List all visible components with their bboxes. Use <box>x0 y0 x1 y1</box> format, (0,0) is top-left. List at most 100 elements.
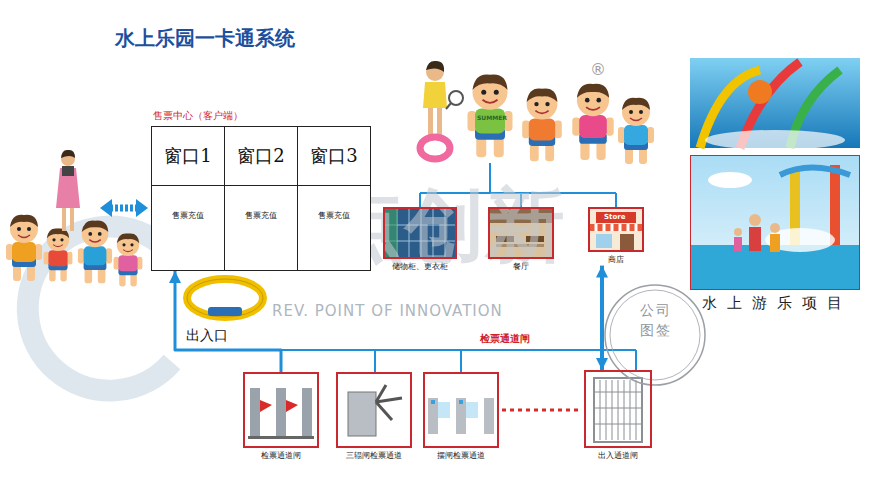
visitor-group <box>468 74 513 157</box>
facility-box: 储物柜、更衣柜 <box>381 207 459 272</box>
box-label: 水上游乐项目 <box>688 294 862 312</box>
facility-line <box>615 193 617 207</box>
visitor-group <box>78 220 112 283</box>
woman-figure <box>56 150 80 231</box>
window-name: 窗口1 <box>152 127 224 186</box>
dotted-line <box>502 410 582 411</box>
window-name: 窗口3 <box>298 127 370 186</box>
store-picture <box>596 212 636 223</box>
visitor-group <box>6 215 42 281</box>
swing-gate-picture <box>484 398 494 434</box>
picture-frame <box>488 207 554 259</box>
water-play-photo <box>770 223 780 233</box>
picture-frame <box>383 207 457 259</box>
picture-frame <box>690 155 860 290</box>
water-park-photo <box>748 80 772 104</box>
flap-gate-picture <box>260 400 272 412</box>
store-picture <box>620 234 634 250</box>
visitor-group <box>6 215 142 287</box>
full-height-turnstile-picture <box>594 378 642 442</box>
box-heading: 售票中心（客户端） <box>153 110 243 122</box>
full-height-turnstile-picture <box>594 392 642 424</box>
box-label: 检票通道闸 <box>241 451 321 461</box>
gate-bus-line <box>635 350 637 370</box>
stamp <box>610 290 700 380</box>
gate-bus-line <box>281 350 636 372</box>
water-play-photo <box>749 214 761 226</box>
picture-frame <box>584 370 652 448</box>
visitor-group <box>114 233 143 286</box>
water-park-photo <box>705 130 845 150</box>
picture-frame <box>588 207 644 252</box>
wristband <box>208 307 242 316</box>
facility-box: 摆闸检票通道 <box>421 372 501 461</box>
box-label: 出入通道闸 <box>582 451 654 461</box>
picture-frame <box>423 372 499 448</box>
window-cell: 窗口1售票充值 <box>152 127 225 270</box>
sign-text: Store <box>604 213 625 221</box>
gate-bus-line <box>281 349 636 351</box>
water-play-photo <box>734 237 742 251</box>
facility-box: 检票通道闸 <box>241 372 321 461</box>
window-cell: 窗口3售票充值 <box>298 127 370 270</box>
swing-gate-picture <box>431 400 435 404</box>
facility-box: 三辊闸检票通道 <box>334 372 414 461</box>
visitor-group <box>426 61 444 72</box>
swing-gate-picture <box>428 398 438 434</box>
gate-bus-line <box>460 350 462 372</box>
swing-gate-picture <box>456 398 466 434</box>
water-play-photo <box>770 234 780 252</box>
flap-gate-picture <box>248 436 314 439</box>
diagram-title: 水上乐园一卡通系统 <box>115 26 295 50</box>
entrance-label: 出入口 <box>186 327 228 344</box>
dotted-line <box>502 409 582 412</box>
picture-frame <box>336 372 412 448</box>
visitor-group <box>420 137 450 159</box>
flap-gate-picture <box>286 400 298 412</box>
visitor-group <box>572 84 613 160</box>
flap-gate-picture <box>250 388 260 436</box>
visitor-group <box>420 61 654 164</box>
tripod-turnstile-picture <box>376 398 402 402</box>
store-picture <box>596 234 612 248</box>
visitor-group <box>618 98 654 164</box>
water-play-photo <box>734 228 742 236</box>
full-height-turnstile-picture <box>594 378 642 442</box>
water-play-photo <box>690 155 860 290</box>
tripod-turnstile-picture <box>348 385 402 436</box>
tripod-turnstile-picture <box>376 402 392 420</box>
stamp-text: 图签 <box>640 322 672 339</box>
visitor-group <box>522 88 562 161</box>
woman-figure <box>62 205 66 231</box>
store-picture <box>590 209 642 250</box>
flap-gate-picture <box>302 388 312 436</box>
wristband <box>187 279 263 317</box>
connector <box>175 271 281 372</box>
woman-figure <box>61 150 75 158</box>
line-label: 检票通道闸 <box>478 333 532 345</box>
double-arrow <box>100 199 112 217</box>
store-picture <box>590 224 642 231</box>
window-name: 窗口2 <box>225 127 297 186</box>
wristband <box>187 279 263 317</box>
store-picture <box>590 209 642 250</box>
double-arrow <box>100 199 148 217</box>
visitor-group <box>449 91 463 105</box>
picture-frame <box>243 372 319 448</box>
woman-figure <box>62 166 74 176</box>
water-play-photo <box>690 155 860 290</box>
box-label: 三辊闸检票通道 <box>334 451 414 461</box>
shirt-text: SUMMER <box>477 114 507 121</box>
water-park-photo <box>690 58 860 150</box>
photo-box: 水上游乐项目 <box>688 155 862 312</box>
box-label: 餐厅 <box>486 262 556 272</box>
gate-bus-line <box>374 350 376 372</box>
swing-gate-picture <box>428 398 494 434</box>
window-function: 售票充值 <box>225 211 297 221</box>
stamp-text: 公司 <box>640 302 672 319</box>
water-play-photo <box>780 168 850 176</box>
woman-figure <box>70 205 74 231</box>
facility-box: 出入通道闸 <box>582 370 654 461</box>
water-play-photo <box>749 227 761 251</box>
